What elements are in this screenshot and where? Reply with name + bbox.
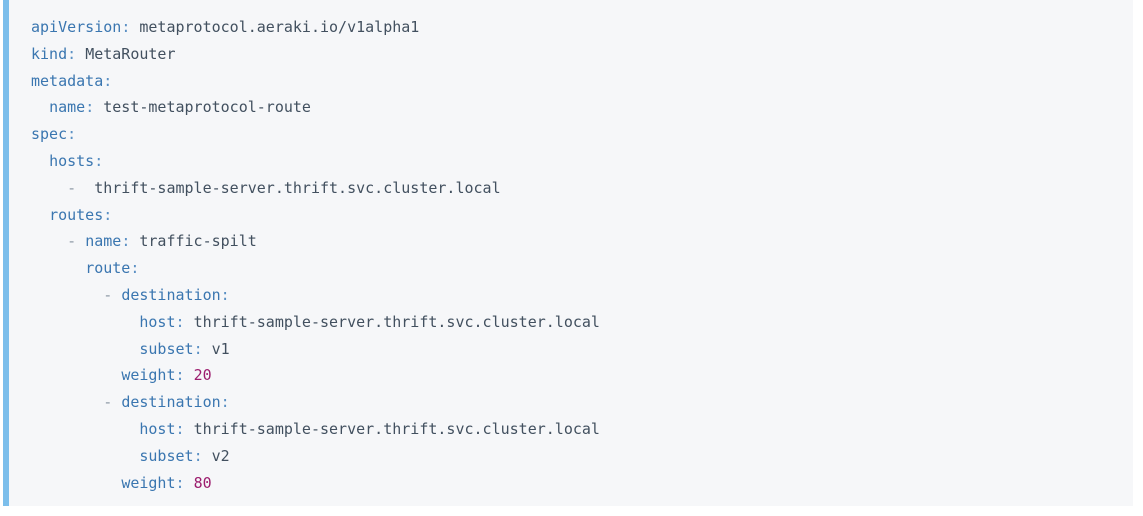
yaml-colon: :	[175, 473, 185, 492]
yaml-key: subset	[139, 446, 194, 465]
yaml-indent	[31, 420, 139, 438]
yaml-value: thrift-sample-server.thrift.svc.cluster.…	[94, 178, 501, 197]
yaml-key: name	[49, 98, 86, 117]
yaml-key: hosts	[49, 151, 95, 170]
yaml-value: traffic-spilt	[139, 232, 257, 251]
yaml-line: metadata:	[31, 68, 1133, 95]
yaml-indent	[31, 232, 67, 250]
yaml-line: weight: 80	[31, 470, 1133, 497]
yaml-colon: :	[121, 18, 131, 36]
yaml-line: host: thrift-sample-server.thrift.svc.cl…	[31, 416, 1133, 443]
yaml-line: apiVersion: metaprotocol.aeraki.io/v1alp…	[31, 14, 1133, 41]
yaml-indent	[31, 474, 121, 492]
yaml-colon: :	[67, 125, 77, 144]
yaml-indent	[31, 313, 139, 331]
yaml-colon: :	[130, 259, 140, 278]
yaml-key: host	[139, 312, 176, 331]
yaml-value: test-metaprotocol-route	[103, 98, 311, 117]
yaml-value: v2	[211, 446, 230, 465]
yaml-line: - name: traffic-spilt	[31, 228, 1133, 255]
yaml-value: thrift-sample-server.thrift.svc.cluster.…	[193, 312, 600, 331]
yaml-space	[185, 420, 194, 438]
yaml-colon: :	[85, 98, 95, 117]
yaml-colon: :	[103, 71, 113, 90]
yaml-colon: :	[103, 205, 113, 224]
yaml-space	[76, 45, 85, 63]
yaml-line: name: test-metaprotocol-route	[31, 94, 1133, 121]
yaml-key: route	[85, 259, 131, 278]
yaml-line: spec:	[31, 121, 1133, 148]
yaml-key: weight	[121, 366, 176, 385]
yaml-indent	[31, 366, 121, 384]
yaml-number-value: 80	[193, 473, 212, 492]
yaml-colon: :	[67, 44, 77, 63]
yaml-colon: :	[175, 366, 185, 385]
yaml-list-dash: -	[67, 232, 86, 251]
yaml-space	[185, 366, 194, 384]
yaml-key: metadata	[31, 71, 104, 90]
yaml-indent	[31, 98, 49, 116]
yaml-line: routes:	[31, 202, 1133, 229]
yaml-list-dash: -	[103, 285, 122, 304]
yaml-line: kind: MetaRouter	[31, 41, 1133, 68]
yaml-colon: :	[220, 285, 230, 304]
yaml-space	[185, 313, 194, 331]
yaml-space	[203, 340, 212, 358]
yaml-colon: :	[175, 312, 185, 331]
yaml-line: - destination:	[31, 282, 1133, 309]
yaml-code-content[interactable]: apiVersion: metaprotocol.aeraki.io/v1alp…	[9, 0, 1133, 496]
yaml-key: weight	[121, 473, 176, 492]
yaml-indent	[31, 393, 103, 411]
yaml-colon: :	[193, 446, 203, 465]
yaml-line: host: thrift-sample-server.thrift.svc.cl…	[31, 309, 1133, 336]
yaml-key: destination	[121, 393, 221, 412]
yaml-line: hosts:	[31, 148, 1133, 175]
yaml-indent	[31, 340, 139, 358]
yaml-line: subset: v2	[31, 443, 1133, 470]
yaml-key: host	[139, 419, 176, 438]
yaml-line: weight: 20	[31, 362, 1133, 389]
yaml-line: route:	[31, 255, 1133, 282]
yaml-list-dash: -	[67, 178, 86, 197]
yaml-code-block[interactable]: apiVersion: metaprotocol.aeraki.io/v1alp…	[3, 0, 1133, 506]
yaml-value: MetaRouter	[85, 44, 176, 63]
yaml-colon: :	[121, 232, 131, 251]
yaml-line: - destination:	[31, 389, 1133, 416]
yaml-indent	[31, 259, 85, 277]
yaml-value: metaprotocol.aeraki.io/v1alpha1	[139, 18, 420, 36]
yaml-key: destination	[121, 285, 221, 304]
yaml-list-dash: -	[103, 393, 122, 412]
yaml-colon: :	[220, 393, 230, 412]
yaml-space	[85, 179, 94, 197]
yaml-indent	[31, 179, 67, 197]
yaml-indent	[31, 286, 103, 304]
yaml-colon: :	[193, 339, 203, 358]
yaml-space	[203, 447, 212, 465]
yaml-key: name	[85, 232, 122, 251]
yaml-value: thrift-sample-server.thrift.svc.cluster.…	[193, 419, 600, 438]
yaml-space	[94, 98, 103, 116]
yaml-space	[185, 474, 194, 492]
yaml-value: v1	[211, 339, 230, 358]
yaml-key: apiVersion	[31, 18, 122, 36]
yaml-key: spec	[31, 125, 68, 144]
yaml-colon: :	[94, 151, 104, 170]
yaml-colon: :	[175, 419, 185, 438]
yaml-line: - thrift-sample-server.thrift.svc.cluste…	[31, 175, 1133, 202]
yaml-key: routes	[49, 205, 104, 224]
yaml-indent	[31, 152, 49, 170]
yaml-indent	[31, 447, 139, 465]
yaml-key: kind	[31, 44, 68, 63]
yaml-number-value: 20	[193, 366, 212, 385]
yaml-indent	[31, 206, 49, 224]
yaml-key: subset	[139, 339, 194, 358]
yaml-line: subset: v1	[31, 336, 1133, 363]
